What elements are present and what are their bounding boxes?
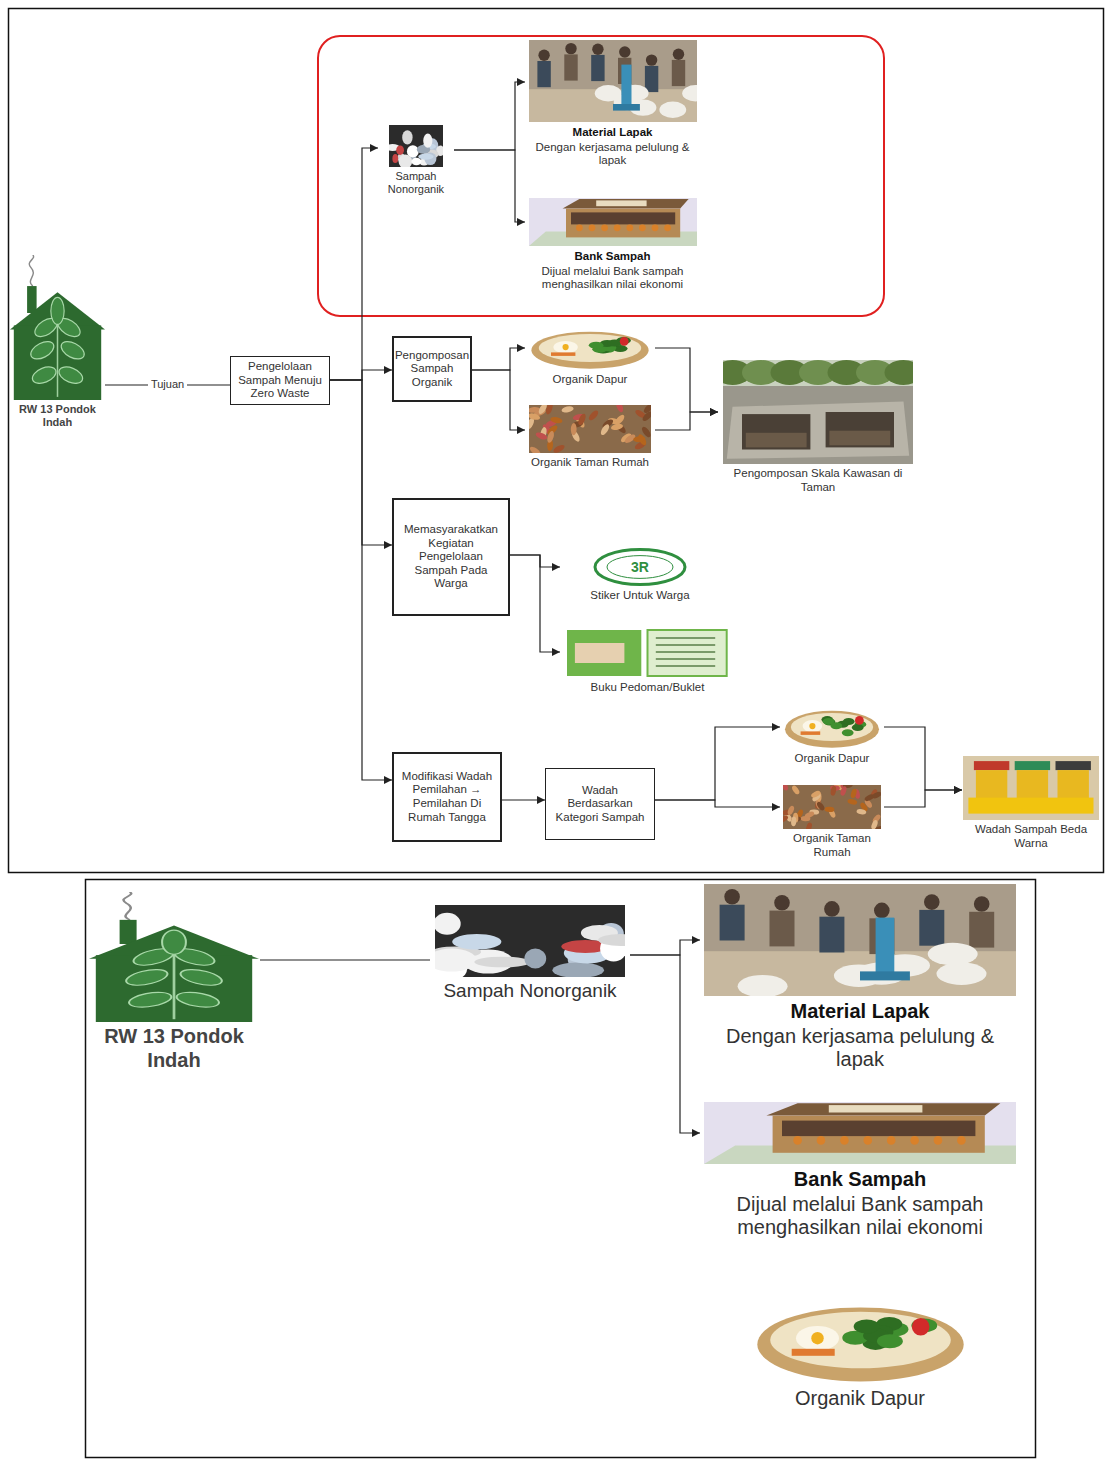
illustration xyxy=(529,326,651,370)
process-box: Pengelolaan Sampah Menuju Zero Waste xyxy=(230,356,330,405)
node-label: Dengan kerjasama pelulung & lapak xyxy=(700,1025,1020,1072)
connector xyxy=(454,82,525,150)
illustration xyxy=(783,785,881,829)
node-label: Organik Dapur xyxy=(525,373,655,387)
node-label: Dijual melalui Bank sampah menghasilkan … xyxy=(525,265,700,292)
node-heading: Bank Sampah xyxy=(700,1168,1020,1192)
picture-node: Sampah Nonorganik xyxy=(378,125,454,196)
node-heading: Material Lapak xyxy=(700,1000,1020,1024)
illustration xyxy=(529,198,697,246)
connector xyxy=(884,790,962,807)
picture-node: Material LapakDengan kerjasama pelulung … xyxy=(700,884,1020,1072)
picture-node: Organik Dapur xyxy=(700,1296,1020,1411)
illustration xyxy=(723,360,913,464)
connector xyxy=(454,150,525,222)
illustration xyxy=(753,1296,968,1384)
connector xyxy=(510,555,560,567)
node-label: RW 13 Pondok Indah xyxy=(10,403,105,429)
illustration xyxy=(389,125,443,167)
node-heading: Material Lapak xyxy=(525,126,700,140)
node-heading: Bank Sampah xyxy=(525,250,700,264)
connector xyxy=(330,380,392,545)
node-label: Pengelolaan Sampah Menuju Zero Waste xyxy=(235,360,325,401)
connector xyxy=(472,348,525,370)
connector xyxy=(630,940,700,955)
connector xyxy=(502,799,545,800)
picture-node: Organik Dapur xyxy=(525,326,655,387)
node-label: Sampah Nonorganik xyxy=(378,170,454,196)
illustration xyxy=(704,1102,1016,1164)
node-label: Buku Pedoman/Buklet xyxy=(560,681,735,695)
node-label: Pengomposan Skala Kawasan di Taman xyxy=(718,467,918,494)
connector xyxy=(260,959,430,960)
connector xyxy=(330,148,378,380)
node-label: Wadah Sampah Beda Warna xyxy=(962,823,1100,850)
bottom-frame xyxy=(86,880,1036,1458)
process-box: Memasyarakatkan Kegiatan Pengelolaan Sam… xyxy=(392,498,510,616)
node-label: Memasyarakatkan Kegiatan Pengelolaan Sam… xyxy=(398,523,504,591)
picture-node: Organik Taman Rumah xyxy=(525,405,655,470)
process-box: Pengomposan Sampah Organik xyxy=(392,336,472,402)
node-label: RW 13 Pondok Indah xyxy=(88,1025,260,1072)
picture-node: Pengomposan Skala Kawasan di Taman xyxy=(718,360,918,494)
illustration xyxy=(10,255,105,400)
highlight-outline xyxy=(318,36,884,316)
picture-node: Organik Taman Rumah xyxy=(780,785,884,859)
illustration xyxy=(435,905,625,977)
connector xyxy=(510,555,560,652)
connector xyxy=(884,727,962,790)
illustration xyxy=(89,892,259,1022)
connector xyxy=(330,370,392,380)
node-label: Dengan kerjasama pelulung & lapak xyxy=(525,141,700,168)
picture-node: Material LapakDengan kerjasama pelulung … xyxy=(525,40,700,168)
node-label: Stiker Untuk Warga xyxy=(560,589,720,603)
illustration xyxy=(963,756,1099,820)
node-label: Organik Dapur xyxy=(700,1387,1020,1411)
node-label: Sampah Nonorganik xyxy=(430,980,630,1002)
illustration xyxy=(704,884,1016,996)
connector xyxy=(472,370,525,430)
node-label: Wadah Berdasarkan Kategori Sampah xyxy=(550,784,650,825)
picture-node: Sampah Nonorganik xyxy=(430,905,630,1002)
node-label: Organik Dapur xyxy=(780,752,884,766)
illustration xyxy=(565,628,730,678)
node-label: Organik Taman Rumah xyxy=(780,832,884,859)
picture-node: Buku Pedoman/Buklet xyxy=(560,628,735,695)
illustration xyxy=(783,705,881,749)
process-box: Wadah Berdasarkan Kategori Sampah xyxy=(545,768,655,840)
picture-node: RW 13 Pondok Indah xyxy=(10,255,105,429)
picture-node: Organik Dapur xyxy=(780,705,884,766)
top-frame xyxy=(9,9,1104,873)
picture-node: Wadah Sampah Beda Warna xyxy=(962,756,1100,850)
node-label: Modifikasi Wadah Pemilahan → Pemilahan D… xyxy=(398,770,496,824)
node-label: Organik Taman Rumah xyxy=(525,456,655,470)
connector xyxy=(330,380,392,780)
sticker-mark: 3R xyxy=(560,558,720,576)
connector xyxy=(655,348,718,412)
illustration xyxy=(529,40,697,122)
node-label: Dijual melalui Bank sampah menghasilkan … xyxy=(700,1193,1020,1240)
connector xyxy=(630,955,700,1133)
connector xyxy=(655,727,780,800)
illustration xyxy=(529,405,651,453)
connector xyxy=(655,412,718,430)
picture-node: Bank SampahDijual melalui Bank sampah me… xyxy=(525,198,700,292)
picture-node: RW 13 Pondok Indah xyxy=(88,892,260,1072)
connector xyxy=(655,800,780,807)
picture-node: Stiker Untuk Warga 3R xyxy=(560,548,720,603)
edge-label: Tujuan xyxy=(148,378,187,391)
picture-node: Bank SampahDijual melalui Bank sampah me… xyxy=(700,1102,1020,1240)
process-box: Modifikasi Wadah Pemilahan → Pemilahan D… xyxy=(392,752,502,842)
node-label: Pengomposan Sampah Organik xyxy=(395,349,469,390)
